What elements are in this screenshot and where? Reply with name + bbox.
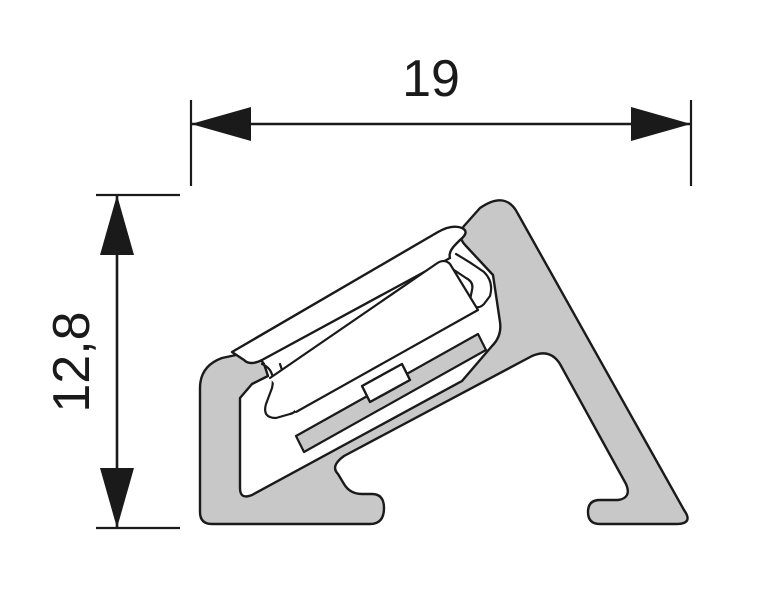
led-strip — [294, 332, 488, 454]
carrier-clip — [260, 252, 493, 420]
height-arrow-top — [100, 195, 134, 255]
diffuser-cover — [230, 225, 467, 365]
width-dimension: 19 — [189, 50, 693, 186]
led-chip — [360, 362, 412, 404]
width-label: 19 — [402, 50, 460, 108]
width-arrow-right — [631, 107, 691, 141]
width-arrow-left — [191, 107, 251, 141]
height-label: 12,8 — [43, 311, 101, 412]
height-arrow-bottom — [100, 468, 134, 528]
aluminium-profile — [198, 199, 689, 526]
right-clip — [452, 252, 493, 309]
carrier-base — [268, 259, 480, 414]
height-dimension: 12,8 — [43, 193, 180, 530]
led-pcb — [294, 332, 488, 454]
